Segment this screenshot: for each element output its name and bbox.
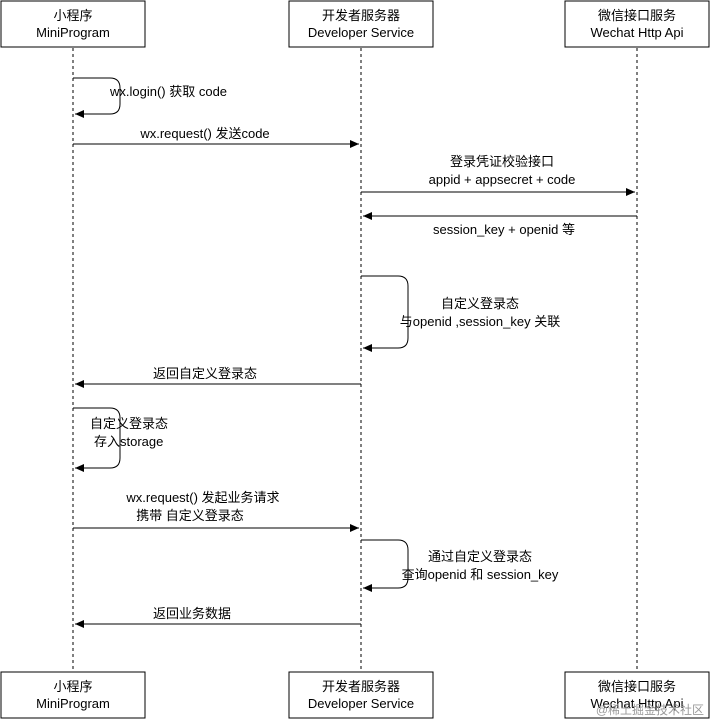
participant-en: Wechat Http Api <box>591 25 684 40</box>
message-label: 存入storage <box>94 434 163 449</box>
participant-cn: 开发者服务器 <box>322 8 400 23</box>
participant-developer-service-top: 开发者服务器 Developer Service <box>288 0 434 48</box>
participant-wechat-api-bottom: 微信接口服务 Wechat Http Api <box>564 671 710 719</box>
message-session-key-return: session_key + openid 等 <box>363 212 637 237</box>
participant-cn: 开发者服务器 <box>322 679 400 694</box>
watermark: @稀土掘金技术社区 <box>596 702 704 717</box>
message-label: wx.request() 发送code <box>139 126 269 141</box>
participant-miniprogram-bottom: 小程序 MiniProgram <box>0 671 146 719</box>
message-label: 查询openid 和 session_key <box>402 567 559 582</box>
participant-en: MiniProgram <box>36 25 110 40</box>
message-send-code: wx.request() 发送code <box>73 126 359 148</box>
message-label: 通过自定义登录态 <box>428 549 532 564</box>
message-label: 携带 自定义登录态 <box>136 508 244 523</box>
message-label: wx.request() 发起业务请求 <box>125 490 279 505</box>
participant-cn: 小程序 <box>53 679 92 694</box>
participant-en: Developer Service <box>308 25 414 40</box>
participant-cn: 微信接口服务 <box>598 8 676 23</box>
message-business-request: wx.request() 发起业务请求 携带 自定义登录态 <box>73 490 359 532</box>
message-return-login-state: 返回自定义登录态 <box>75 366 361 388</box>
message-label: 自定义登录态 <box>90 416 168 431</box>
message-label: 返回自定义登录态 <box>153 366 257 381</box>
message-custom-login-state: 自定义登录态 与openid ,session_key 关联 <box>361 275 560 352</box>
message-label: 登录凭证校验接口 <box>450 154 554 169</box>
message-label: session_key + openid 等 <box>433 222 575 237</box>
message-label: 自定义登录态 <box>441 296 519 311</box>
message-code2session: 登录凭证校验接口 appid + appsecret + code <box>361 154 635 196</box>
participant-developer-service-bottom: 开发者服务器 Developer Service <box>288 671 434 719</box>
participant-miniprogram-top: 小程序 MiniProgram <box>0 0 146 48</box>
message-return-business-data: 返回业务数据 <box>75 606 361 628</box>
message-label: 返回业务数据 <box>153 606 231 621</box>
message-query-openid: 通过自定义登录态 查询openid 和 session_key <box>361 539 559 592</box>
message-label: appid + appsecret + code <box>429 172 576 187</box>
participant-wechat-api-top: 微信接口服务 Wechat Http Api <box>564 0 710 48</box>
message-wx-login: wx.login() 获取 code <box>73 77 227 118</box>
message-label: 与openid ,session_key 关联 <box>400 314 560 329</box>
message-store-storage: 自定义登录态 存入storage <box>73 407 168 472</box>
participant-en: MiniProgram <box>36 696 110 711</box>
participant-en: Wechat Http Api <box>591 696 684 711</box>
participant-en: Developer Service <box>308 696 414 711</box>
participant-cn: 微信接口服务 <box>598 679 676 694</box>
participant-cn: 小程序 <box>53 8 92 23</box>
message-label: wx.login() 获取 code <box>109 84 227 99</box>
